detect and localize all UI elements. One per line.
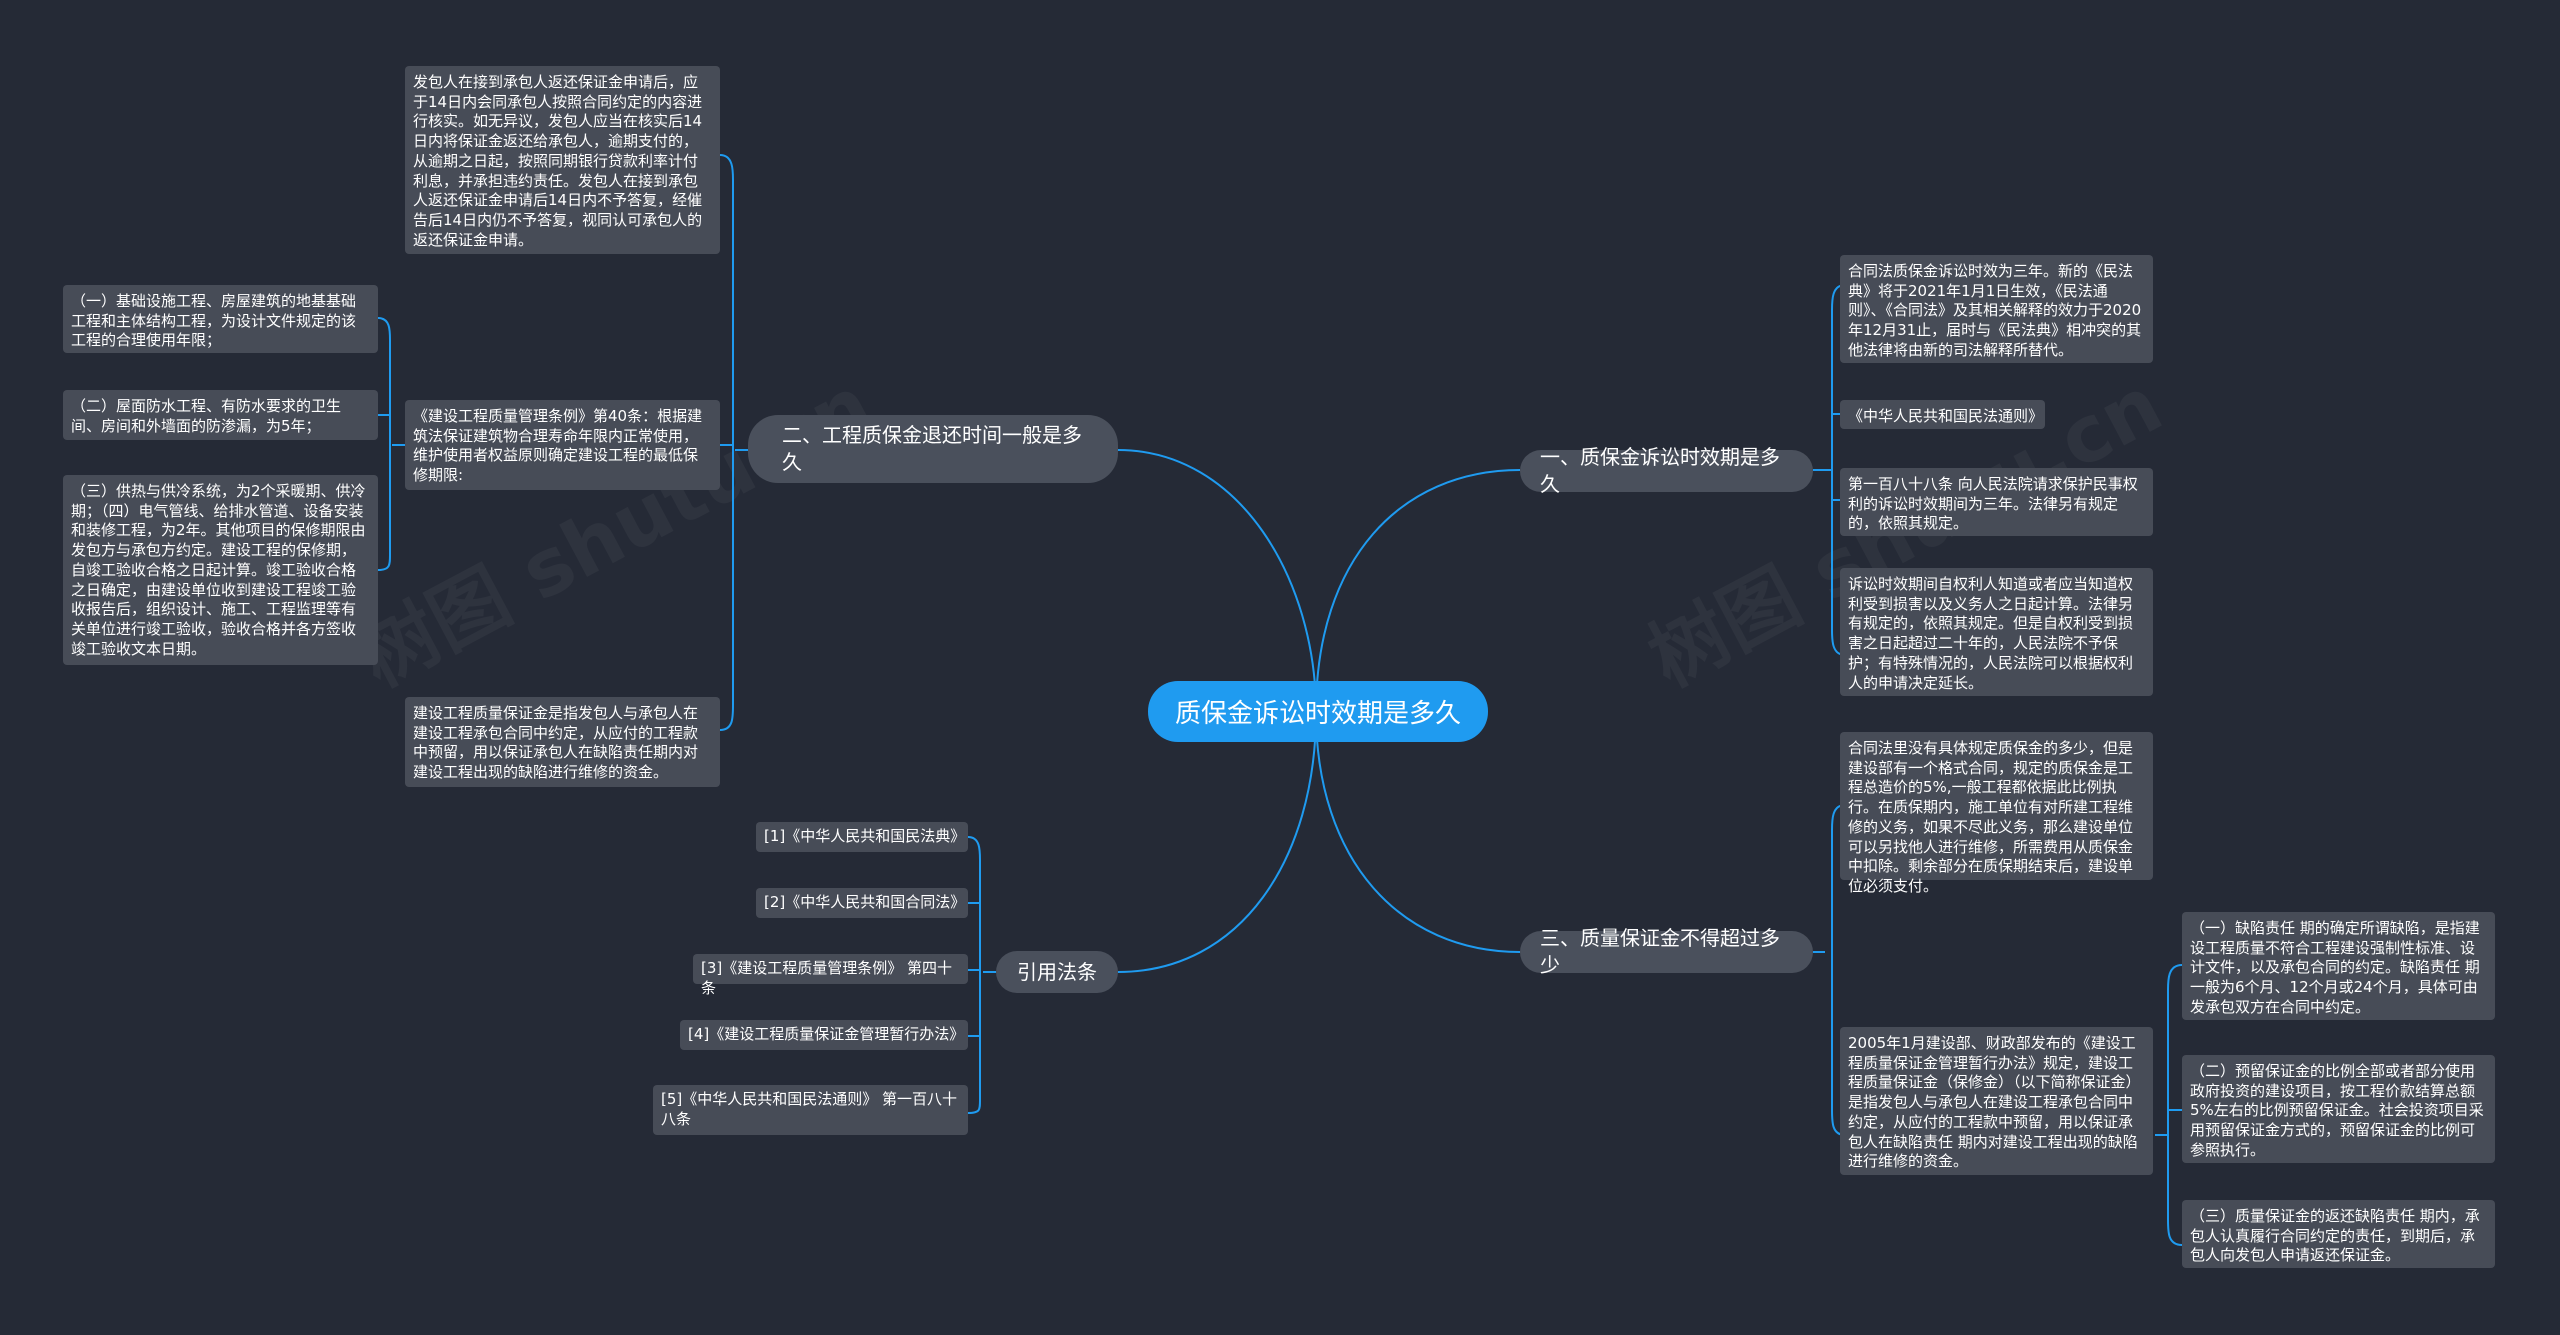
- b4-item-4[interactable]: [4]《建设工程质量保证金管理暂行办法》: [680, 1020, 968, 1050]
- b2-sub-item-2[interactable]: （二）屋面防水工程、有防水要求的卫生间、房间和外墙面的防渗漏，为5年；: [63, 390, 378, 440]
- b3-item-1[interactable]: 合同法里没有具体规定质保金的多少，但是建设部有一个格式合同，规定的质保金是工程总…: [1840, 732, 2153, 895]
- b3-sub-item-1[interactable]: （一）缺陷责任 期的确定所谓缺陷，是指建设工程质量不符合工程建设强制性标准、设计…: [2182, 912, 2495, 1020]
- b1-item-3[interactable]: 第一百八十八条 向人民法院请求保护民事权利的诉讼时效期间为三年。法律另有规定的，…: [1840, 468, 2153, 536]
- b4-item-3[interactable]: [3]《建设工程质量管理条例》 第四十条: [693, 954, 968, 997]
- b2-item-2[interactable]: 《建设工程质量管理条例》第40条：根据建筑法保证建筑物合理寿命年限内正常使用，维…: [405, 400, 720, 490]
- b1-item-2[interactable]: 《中华人民共和国民法通则》: [1840, 400, 2045, 429]
- b4-item-5[interactable]: [5]《中华人民共和国民法通则》 第一百八十八条: [653, 1085, 968, 1135]
- branch-3-topic[interactable]: 三、质量保证金不得超过多少: [1520, 926, 1813, 977]
- b4-item-1[interactable]: [1]《中华人民共和国民法典》: [756, 822, 968, 852]
- root-topic[interactable]: 质保金诉讼时效期是多久: [1148, 681, 1488, 742]
- branch-4-topic[interactable]: 引用法条: [996, 951, 1118, 993]
- b1-item-4[interactable]: 诉讼时效期间自权利人知道或者应当知道权利受到损害以及义务人之日起计算。法律另有规…: [1840, 568, 2153, 696]
- b2-sub-item-3[interactable]: （三）供热与供冷系统，为2个采暖期、供冷期；（四）电气管线、给排水管道、设备安装…: [63, 475, 378, 665]
- b2-sub-item-1[interactable]: （一）基础设施工程、房屋建筑的地基基础工程和主体结构工程，为设计文件规定的该工程…: [63, 285, 378, 353]
- b3-sub-item-2[interactable]: （二）预留保证金的比例全部或者部分使用政府投资的建设项目，按工程价款结算总额5%…: [2182, 1055, 2495, 1163]
- branch-1-topic[interactable]: 一、质保金诉讼时效期是多久: [1520, 445, 1813, 496]
- branch-2-topic[interactable]: 二、工程质保金退还时间一般是多久: [748, 415, 1118, 483]
- b3-item-2[interactable]: 2005年1月建设部、财政部发布的《建设工程质量保证金管理暂行办法》规定，建设工…: [1840, 1027, 2153, 1175]
- b3-sub-item-3[interactable]: （三）质量保证金的返还缺陷责任 期内，承包人认真履行合同约定的责任，到期后，承包…: [2182, 1200, 2495, 1268]
- b2-item-1[interactable]: 发包人在接到承包人返还保证金申请后，应于14日内会同承包人按照合同约定的内容进行…: [405, 66, 720, 254]
- b2-item-3[interactable]: 建设工程质量保证金是指发包人与承包人在建设工程承包合同中约定，从应付的工程款中预…: [405, 697, 720, 787]
- b4-item-2[interactable]: [2]《中华人民共和国合同法》: [756, 888, 968, 918]
- b1-item-1[interactable]: 合同法质保金诉讼时效为三年。新的《民法典》将于2021年1月1日生效，《民法通则…: [1840, 255, 2153, 363]
